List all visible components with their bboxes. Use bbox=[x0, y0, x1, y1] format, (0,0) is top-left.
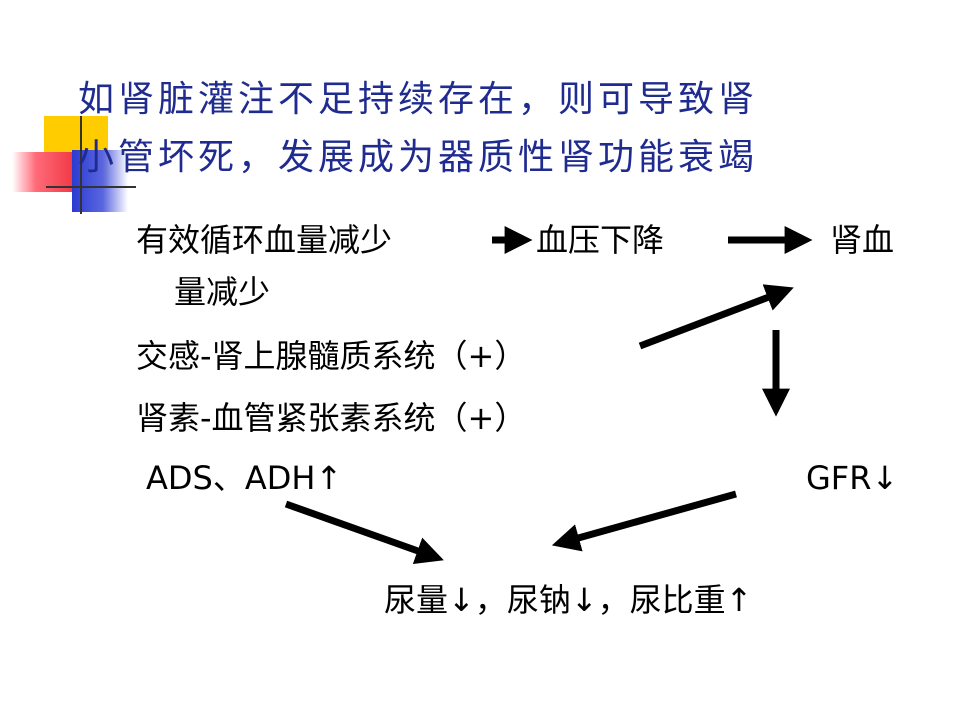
decor-horizontal-line bbox=[46, 186, 136, 188]
node-renal-blood-flow-line-2: 量减少 bbox=[174, 273, 271, 311]
node-renal-blood-flow-line-1: 肾血 bbox=[830, 221, 895, 259]
slide-title-line-2: 小管坏死，发展成为器质性肾功能衰竭 bbox=[78, 137, 759, 178]
arrow-sympathetic-to-renal-flow bbox=[638, 284, 794, 350]
arrow-gfr-to-urine bbox=[551, 490, 737, 552]
node-blood-volume-decrease: 有效循环血量减少 bbox=[136, 221, 393, 259]
decor-vertical-line bbox=[80, 116, 82, 214]
decor-red-bar bbox=[12, 152, 80, 192]
node-ads-adh: ADS、ADH↑ bbox=[146, 459, 343, 497]
node-gfr: GFR↓ bbox=[806, 459, 899, 497]
node-blood-pressure-drop: 血压下降 bbox=[536, 221, 665, 259]
slide-title-line-1: 如肾脏灌注不足持续存在，则可导致肾 bbox=[78, 79, 759, 120]
node-ras-system: 肾素-血管紧张素系统（+） bbox=[136, 399, 527, 437]
node-urine-result: 尿量↓，尿钠↓，尿比重↑ bbox=[384, 581, 753, 619]
node-sympathetic-system: 交感-肾上腺髓质系统（+） bbox=[136, 337, 527, 375]
arrow-ads-to-urine bbox=[284, 500, 444, 565]
